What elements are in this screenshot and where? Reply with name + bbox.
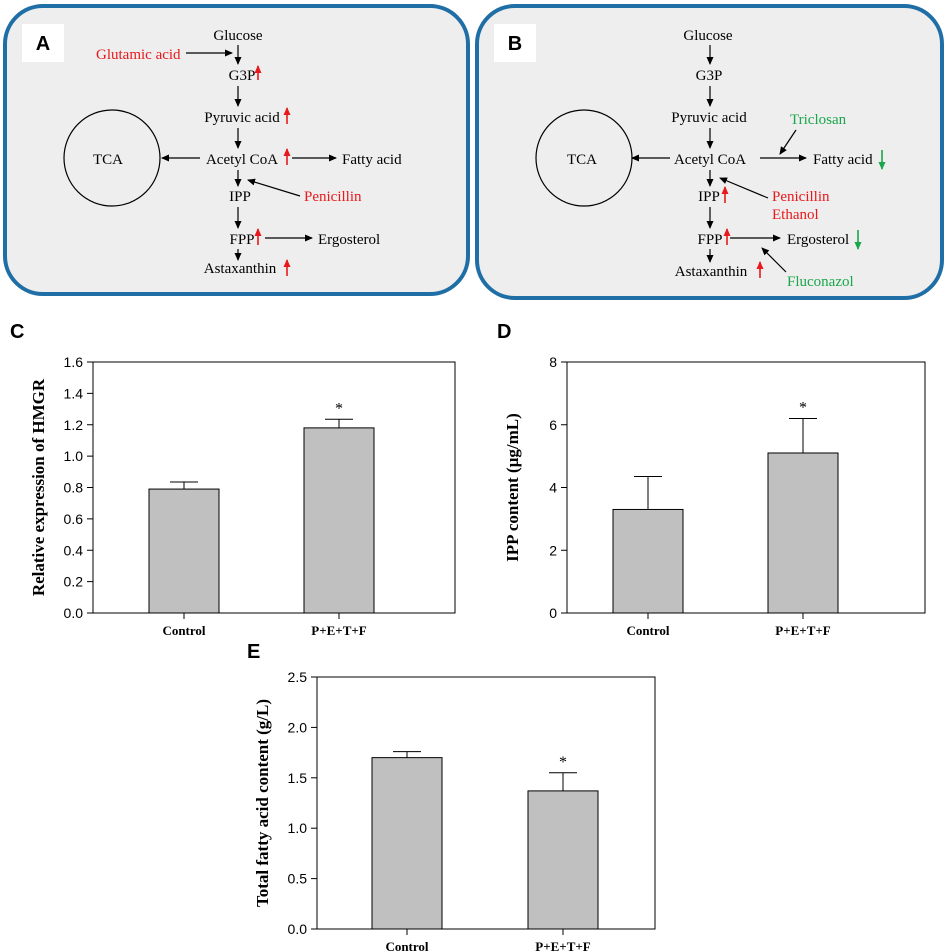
- y-tick-label: 1.4: [64, 385, 84, 401]
- y-axis-label: Relative expression of HMGR: [29, 378, 48, 596]
- panel-a-letter: A: [36, 33, 50, 55]
- node-glucose: Glucose: [213, 28, 262, 44]
- y-tick-label: 1.0: [64, 448, 84, 464]
- x-tick-label: Control: [162, 623, 205, 638]
- bar-p-e-t-f: [767, 452, 839, 614]
- y-tick-label: 0: [549, 605, 557, 621]
- bar-control: [371, 757, 443, 930]
- bar-p-e-t-f: [527, 790, 599, 930]
- node-ipp: IPP: [698, 189, 720, 205]
- y-tick-label: 1.6: [64, 354, 84, 370]
- node-acetyl-coa: Acetyl CoA: [206, 152, 278, 168]
- y-tick-label: 6: [549, 417, 557, 433]
- y-tick-label: 1.2: [64, 417, 84, 433]
- panel-b-frame: [475, 4, 944, 300]
- panel-a-frame: [3, 4, 470, 296]
- panel-d-letter: D: [497, 321, 511, 343]
- node-g3p: G3P: [229, 68, 256, 84]
- node-fpp: FPP: [229, 232, 254, 248]
- arrow-fluconazol-inhibit: [761, 247, 787, 273]
- x-tick-label: P+E+T+F: [311, 623, 367, 638]
- node-pyruvic-acid: Pyruvic acid: [671, 110, 747, 126]
- tca-cycle-circle: [63, 109, 161, 207]
- panel-e-letter: E: [247, 641, 260, 663]
- node-ergosterol: Ergosterol: [787, 232, 849, 248]
- x-tick-label: P+E+T+F: [775, 623, 831, 638]
- node-fatty-acid: Fatty acid: [813, 152, 873, 168]
- node-fatty-acid: Fatty acid: [342, 152, 402, 168]
- significance-marker: *: [799, 399, 807, 416]
- significance-marker: *: [335, 400, 343, 417]
- panel-a: A Glucose G3P Pyruvic acid Acetyl CoA Fa…: [3, 4, 470, 296]
- node-tca: TCA: [567, 152, 597, 168]
- inducer-penicillin: Penicillin: [772, 189, 830, 205]
- x-tick-label: Control: [385, 939, 428, 952]
- y-tick-label: 8: [549, 354, 557, 370]
- arrow-penicillin-to-ipp: [247, 178, 301, 197]
- plot-frame: [92, 361, 456, 614]
- node-pyruvic-acid: Pyruvic acid: [204, 110, 280, 126]
- node-acetyl-coa: Acetyl CoA: [674, 152, 746, 168]
- y-tick-label: 4: [549, 480, 557, 496]
- arrow-triclosan-inhibit: [779, 129, 797, 155]
- node-g3p: G3P: [696, 68, 723, 84]
- panel-b-letter-box: [494, 24, 536, 62]
- bar-control: [612, 508, 684, 614]
- inducer-penicillin: Penicillin: [304, 189, 362, 205]
- panel-a-letter-box: [22, 24, 64, 62]
- y-tick-label: 0.5: [288, 871, 308, 887]
- panel-c-letter: C: [10, 321, 24, 343]
- y-tick-label: 0.0: [64, 605, 84, 621]
- x-tick-label: P+E+T+F: [535, 939, 591, 952]
- inducer-ethanol: Ethanol: [772, 207, 819, 223]
- node-tca: TCA: [93, 152, 123, 168]
- bar-control: [148, 488, 220, 614]
- significance-marker: *: [559, 754, 567, 771]
- node-ergosterol: Ergosterol: [318, 232, 380, 248]
- inhibitor-fluconazol: Fluconazol: [787, 274, 854, 290]
- y-tick-label: 1.0: [288, 820, 308, 836]
- x-tick-label: Control: [626, 623, 669, 638]
- arrow-penicillin-ethanol: [719, 177, 769, 199]
- node-ipp: IPP: [229, 189, 251, 205]
- y-axis-label: IPP content (µg/mL): [503, 413, 522, 562]
- plot-frame: [316, 676, 656, 930]
- panel-b-letter: B: [508, 33, 522, 55]
- node-astaxanthin: Astaxanthin: [204, 261, 277, 277]
- y-tick-label: 0.6: [64, 511, 84, 527]
- node-glucose: Glucose: [683, 28, 732, 44]
- panel-b: B Glucose G3P Pyruvic acid Acetyl CoA Fa…: [475, 4, 944, 300]
- y-tick-label: 2.5: [288, 669, 308, 685]
- y-tick-label: 0.8: [64, 480, 84, 496]
- node-astaxanthin: Astaxanthin: [675, 264, 748, 280]
- y-axis-label: Total fatty acid content (g/L): [253, 699, 272, 907]
- y-tick-label: 1.5: [288, 770, 308, 786]
- bar-p-e-t-f: [303, 427, 375, 614]
- node-fpp: FPP: [697, 232, 722, 248]
- y-tick-label: 2.0: [288, 719, 308, 735]
- y-tick-label: 0.0: [288, 921, 308, 937]
- inhibitor-triclosan: Triclosan: [790, 112, 847, 128]
- y-tick-label: 2: [549, 542, 557, 558]
- y-tick-label: 0.4: [64, 542, 84, 558]
- inducer-glutamic-acid: Glutamic acid: [96, 47, 181, 63]
- y-tick-label: 0.2: [64, 574, 84, 590]
